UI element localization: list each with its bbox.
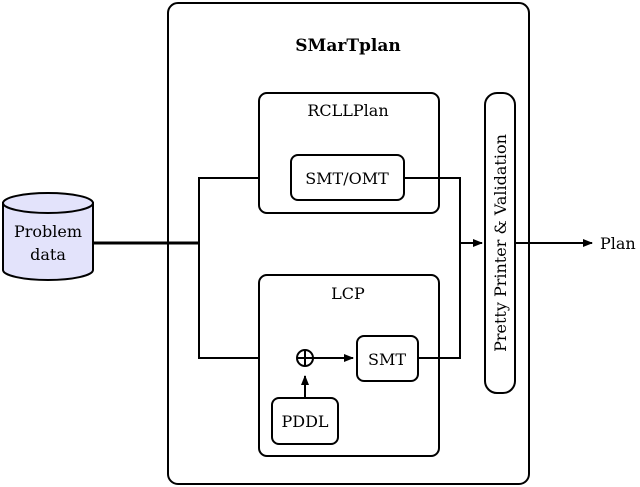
rcllplan-title: RCLLPlan [307,101,388,120]
plan-label: Plan [600,234,636,253]
problem-data-cylinder: Problem data [1,192,94,281]
validation-label: Pretty Printer & Validation [491,134,510,352]
merge-line [404,177,461,359]
pddl-label: PDDL [281,412,328,431]
combine-symbol [296,349,314,367]
arrow-to-smt-omt [198,174,288,243]
arrow-to-combine [198,243,288,362]
smt-label: SMT [368,350,406,369]
smt-omt-label: SMT/OMT [305,169,389,188]
smartplan-title: SMarTplan [295,36,400,56]
lcp-title: LCP [331,284,365,303]
problem-data-label-2: data [30,245,66,264]
problem-data-label-1: Problem [14,222,82,241]
